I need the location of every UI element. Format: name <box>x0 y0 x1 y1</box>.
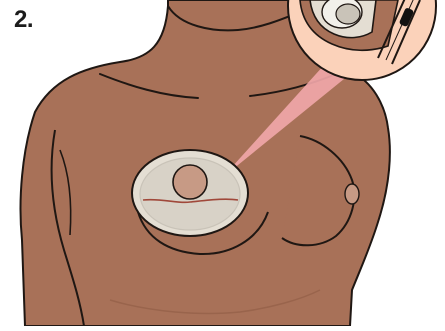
nipple-areola <box>173 165 207 199</box>
step-number-label: 2. <box>14 6 33 34</box>
right-areola <box>345 184 359 204</box>
